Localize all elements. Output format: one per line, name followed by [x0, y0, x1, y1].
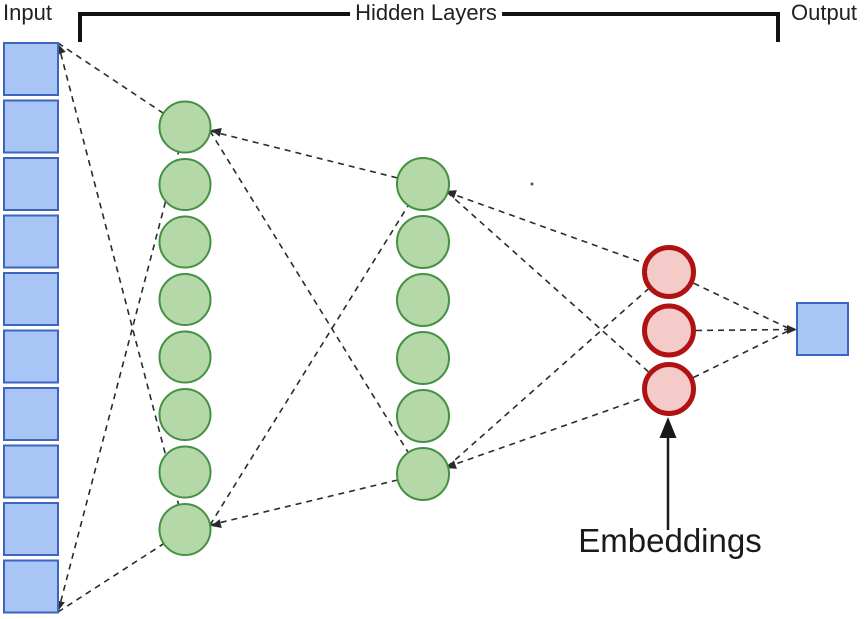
- input-node: [3, 329, 59, 384]
- hidden2-node: [396, 215, 450, 269]
- connector-line: [695, 328, 792, 332]
- hidden1-node: [158, 273, 212, 326]
- connector-line: [57, 151, 180, 613]
- hidden1-node: [158, 215, 212, 269]
- input-node: [3, 99, 59, 154]
- connector-arrowhead: [211, 128, 222, 137]
- connector-line: [446, 288, 649, 468]
- input-label: Input: [3, 0, 52, 25]
- input-node: [3, 157, 59, 211]
- hidden2-node: [396, 389, 450, 443]
- connector-arrowhead: [57, 44, 66, 55]
- stray-dot: [530, 182, 534, 186]
- embedding-node: [642, 245, 696, 299]
- connector-line: [209, 130, 409, 454]
- input-node: [3, 214, 59, 269]
- embeddings-arrowhead: [659, 417, 677, 438]
- hidden1-node: [158, 445, 212, 499]
- connector-line: [209, 204, 409, 526]
- connector-line: [209, 479, 398, 526]
- input-node: [3, 502, 59, 556]
- input-node: [3, 559, 59, 614]
- hidden-layers-label: Hidden Layers: [350, 1, 502, 25]
- hidden2-node: [396, 447, 450, 501]
- connector-line: [693, 328, 792, 379]
- embeddings-label: Embeddings: [578, 522, 762, 559]
- connector-line: [446, 191, 644, 264]
- connector-line: [57, 42, 180, 506]
- connector-line: [209, 130, 398, 179]
- input-node: [3, 272, 59, 326]
- input-node: [3, 387, 59, 441]
- hidden1-node: [158, 330, 212, 384]
- input-node: [3, 42, 59, 96]
- hidden2-node: [396, 331, 450, 385]
- hidden2-node: [396, 157, 450, 211]
- connector-arrowhead: [787, 325, 797, 334]
- embedding-node: [642, 303, 696, 358]
- output-label: Output: [791, 0, 858, 25]
- hidden1-node: [158, 100, 212, 154]
- connector-arrowhead: [211, 519, 222, 528]
- connector-line: [57, 42, 164, 114]
- hidden1-node: [158, 503, 212, 556]
- connector-line: [693, 282, 792, 331]
- input-node: [3, 444, 59, 499]
- output-node: [796, 302, 849, 356]
- connector-line: [446, 397, 644, 468]
- connector-arrowhead: [446, 190, 457, 199]
- hidden2-node: [396, 273, 450, 327]
- hidden1-node: [158, 158, 212, 211]
- hidden1-node: [158, 388, 212, 441]
- embedding-node: [642, 362, 696, 416]
- connector-line: [57, 542, 165, 613]
- connector-line: [446, 191, 649, 373]
